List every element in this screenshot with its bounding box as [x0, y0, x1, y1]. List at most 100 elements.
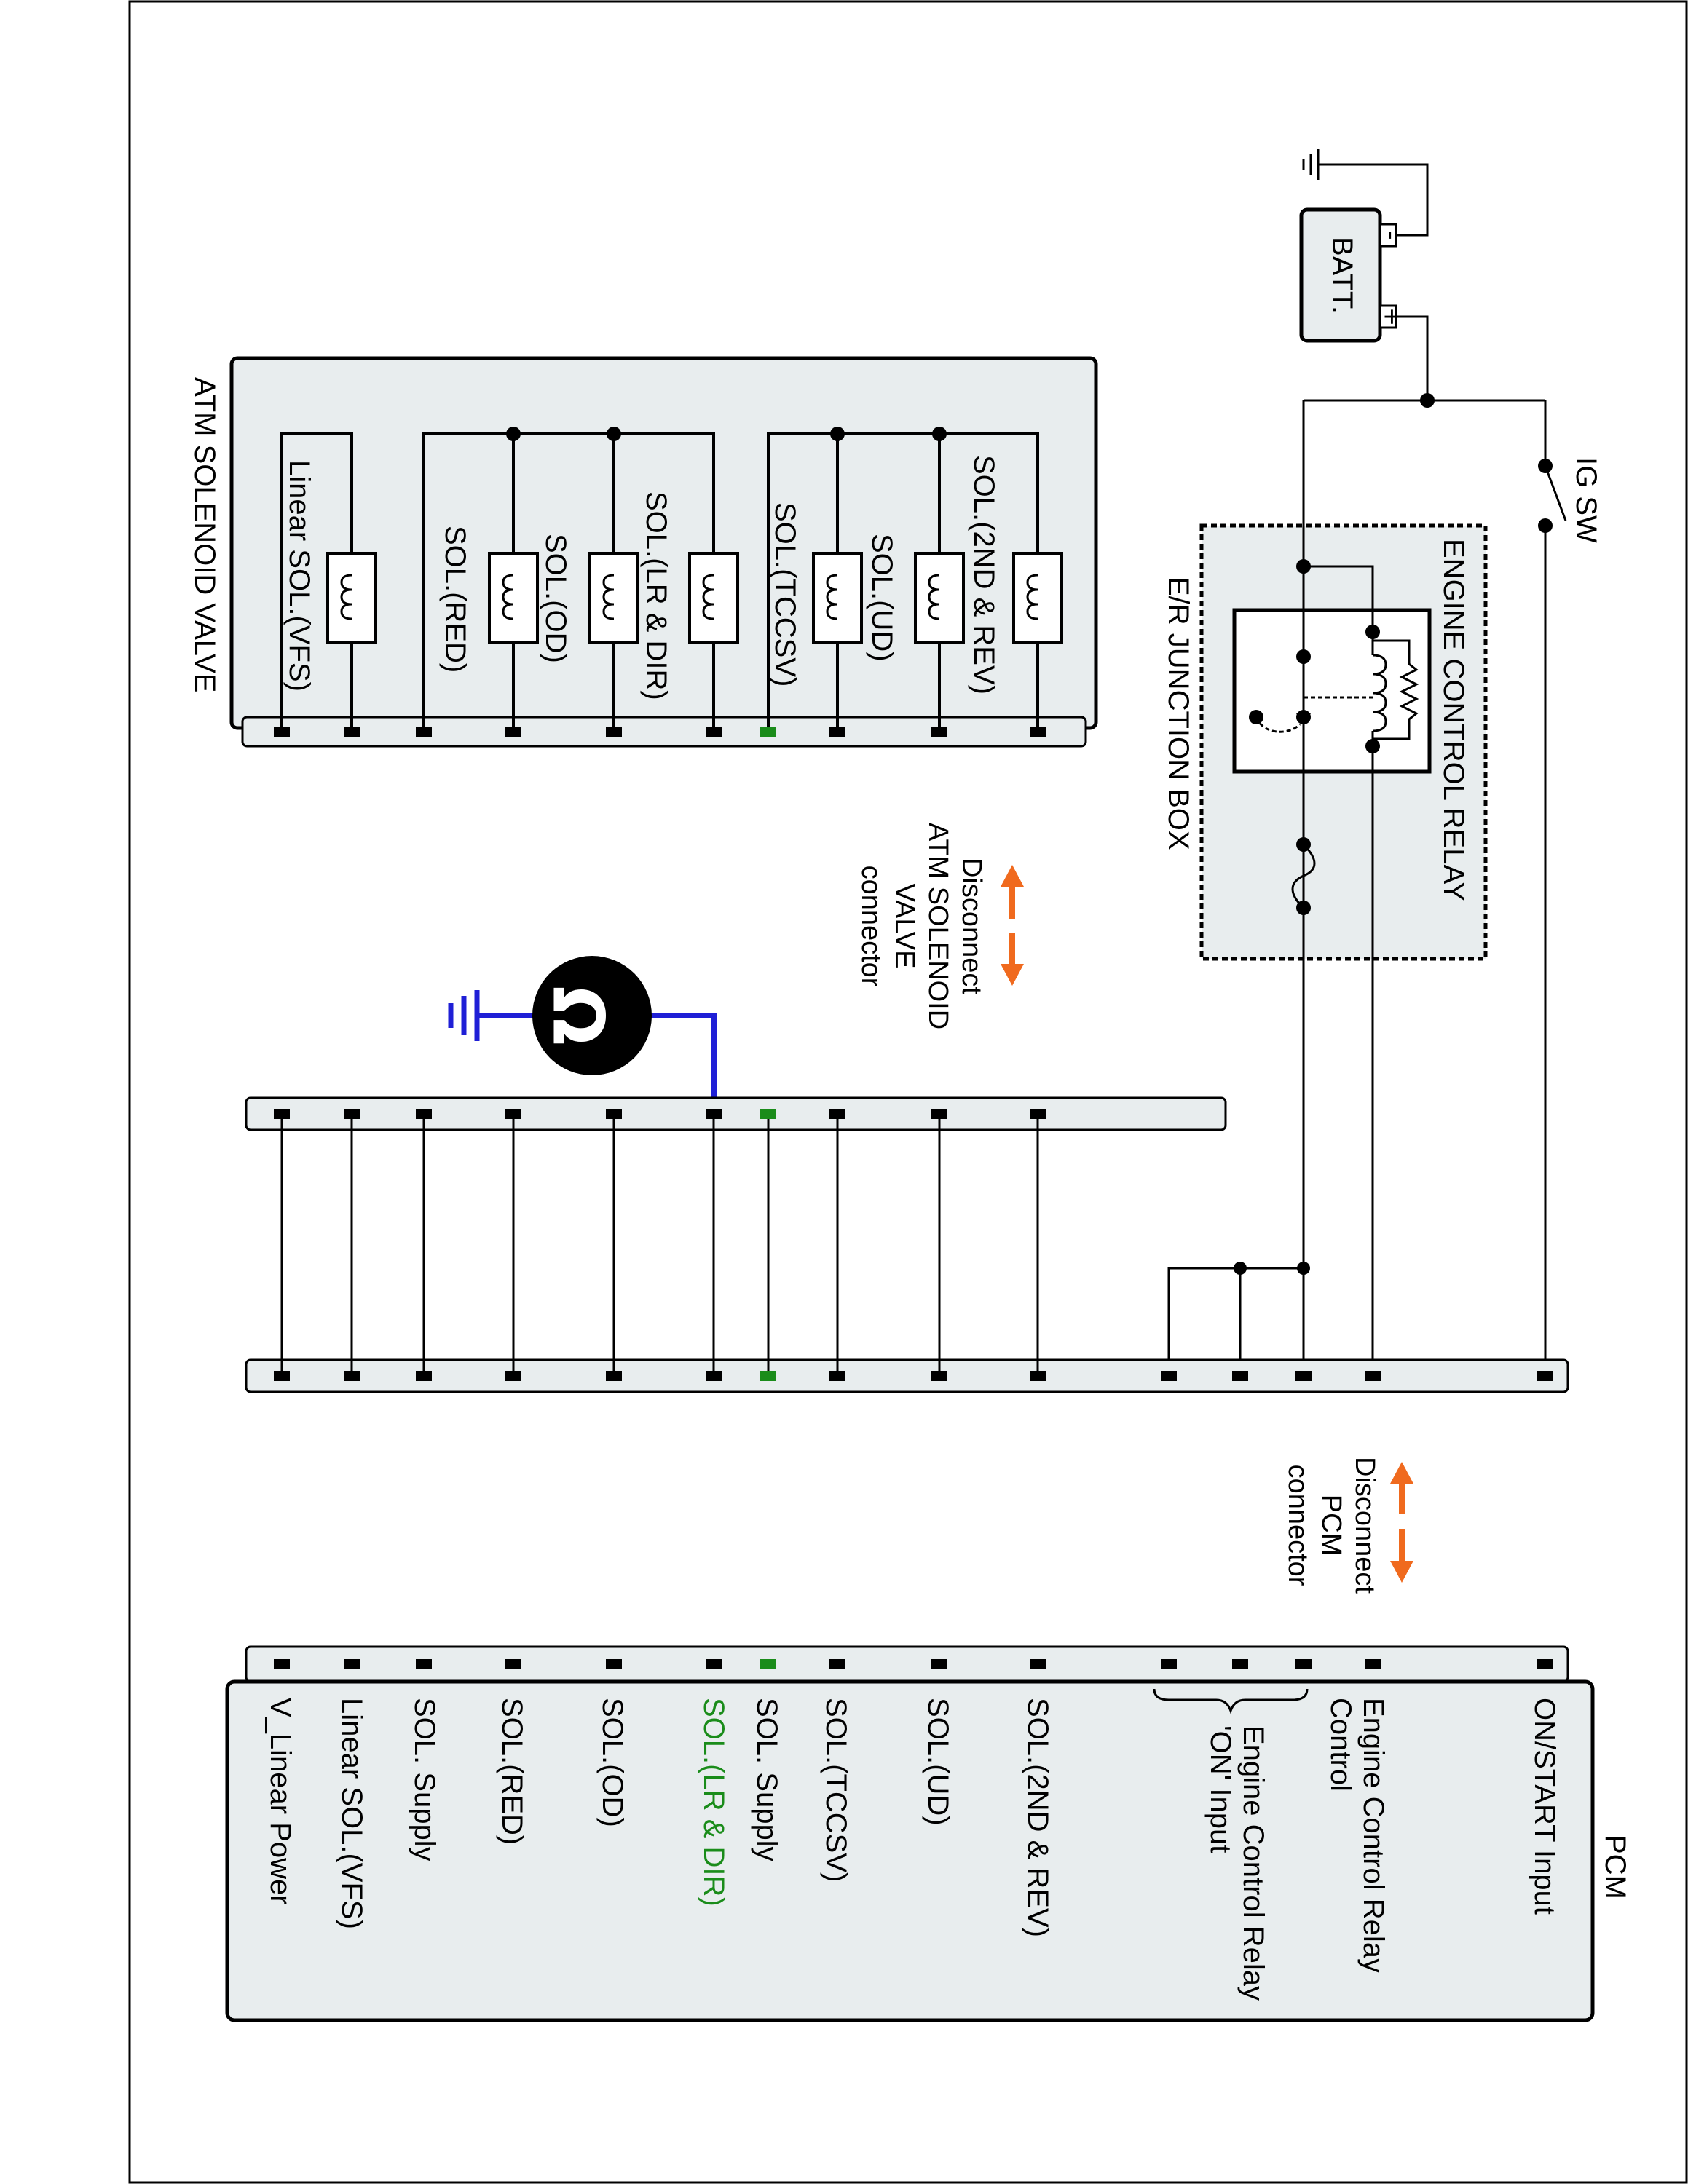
solenoid-label-lr-dir: SOL.(LR & DIR)	[640, 491, 672, 700]
pcm-pin-sol-tccsv: SOL.(TCCSV)	[820, 1698, 852, 1882]
junction-box: E/R JUNCTION BOX ENGINE CONTROL RELAY	[1162, 400, 1488, 1274]
disconnect-pcm-line-2: PCM	[1316, 1495, 1346, 1556]
battery-label: BATT.	[1326, 237, 1358, 314]
connector-pin	[344, 727, 360, 737]
on-input-brace	[1153, 1688, 1309, 1714]
connector-pin	[931, 727, 947, 737]
pcm-pin-sol-ud: SOL.(UD)	[922, 1698, 954, 1826]
connector-pin	[274, 1109, 290, 1119]
connector-pin	[706, 1371, 722, 1381]
connector-pin	[1365, 1659, 1381, 1669]
pcm-pin-sol-od: SOL.(OD)	[596, 1698, 628, 1827]
pcm-pin-ecr-control-2: Control	[1325, 1698, 1357, 1792]
connector-pin	[1295, 1371, 1312, 1381]
connector-pin	[606, 1371, 622, 1381]
connector-pin	[1030, 1371, 1046, 1381]
connector-pin	[829, 727, 845, 737]
page-frame	[128, 0, 1688, 2184]
connector-pin	[1232, 1659, 1248, 1669]
disconnect-pcm-line-1: Disconnect	[1349, 1457, 1380, 1594]
coil-lr-dir	[688, 552, 739, 732]
solenoid-label-linear-vfs: Linear SOL.(VFS)	[283, 460, 315, 692]
disconnect-pcm-line-3: connector	[1282, 1465, 1313, 1586]
solenoid-label-2nd-rev: SOL.(2ND & REV)	[968, 455, 1000, 695]
disconnect-atm-line-3: VALVE	[889, 884, 920, 969]
atm-solenoid-valve-label: ATM SOLENOID VALVE	[189, 377, 221, 692]
connector-pin	[344, 1109, 360, 1119]
connector-pin	[829, 1109, 845, 1119]
battery-minus-label: -	[1376, 230, 1408, 240]
connector-pin	[706, 1109, 722, 1119]
engine-control-relay-label: ENGINE CONTROL RELAY	[1437, 539, 1470, 901]
connector-pin	[505, 1659, 521, 1669]
connector-pin	[1365, 1371, 1381, 1381]
solenoid-label-od: SOL.(OD)	[540, 534, 572, 663]
connector-pin	[274, 727, 290, 737]
connector-pin	[416, 727, 432, 737]
pcm-pin-ecr-on-2: 'ON' Input	[1204, 1725, 1237, 1853]
pcm-pin-ecr-on-1: Engine Control Relay	[1237, 1725, 1269, 2001]
pcm-pin-sol-supply-1: SOL. Supply	[751, 1698, 783, 1861]
pcm-pin-sol-2nd-rev: SOL.(2ND & REV)	[1022, 1698, 1054, 1937]
connector-pin	[344, 1371, 360, 1381]
pcm-pin-v-linear-power: V_Linear Power	[264, 1698, 296, 1905]
solenoid-label-ud: SOL.(UD)	[866, 534, 898, 662]
connector-pin	[760, 727, 776, 737]
disconnect-atm-arrow-icon	[1001, 865, 1024, 986]
connector-pin	[931, 1659, 947, 1669]
pcm-pin-ecr-control-1: Engine Control Relay	[1357, 1698, 1389, 1973]
ig-sw-label: IG SW	[1570, 457, 1602, 543]
connector-pin	[1030, 1109, 1046, 1119]
disconnect-atm-line-1: Disconnect	[956, 858, 987, 994]
connector-pin	[606, 727, 622, 737]
pcm-label: PCM	[1599, 1835, 1631, 1899]
pcm-pin-sol-red: SOL.(RED)	[496, 1698, 528, 1845]
connector-pin	[706, 727, 722, 737]
connector-pin	[931, 1371, 947, 1381]
connector-pin	[1161, 1371, 1177, 1381]
connector-pin	[760, 1371, 776, 1381]
coil-od	[588, 552, 639, 732]
solenoid-label-tccsv: SOL.(TCCSV)	[769, 502, 801, 687]
connector-pin	[344, 1659, 360, 1669]
pcm-pin-sol-lr-dir: SOL.(LR & DIR)	[698, 1698, 730, 1907]
junction-box-label: E/R JUNCTION BOX	[1162, 577, 1194, 850]
pcm-pin-sol-supply-2: SOL. Supply	[409, 1698, 441, 1861]
solenoid-label-red: SOL.(RED)	[439, 526, 471, 673]
svg-text:Ω: Ω	[537, 986, 619, 1045]
connector-pin	[931, 1109, 947, 1119]
coil-linear-vfs	[326, 552, 377, 732]
connector-pin	[274, 1659, 290, 1669]
atm-harness-connector	[245, 1096, 1227, 1131]
pcm-module: PCM	[225, 1645, 1631, 2022]
battery: BATT. - +	[1299, 207, 1408, 343]
connector-pin	[1030, 1659, 1046, 1669]
connector-pin	[1161, 1659, 1177, 1669]
coil-tccsv	[812, 552, 863, 732]
connector-pin	[274, 1371, 290, 1381]
connector-pin	[706, 1659, 722, 1669]
connector-pin	[1232, 1371, 1248, 1381]
connector-pin	[760, 1109, 776, 1119]
connector-pin	[1030, 727, 1046, 737]
battery-ground-icon	[1302, 149, 1320, 180]
disconnect-pcm-arrow-icon	[1390, 1462, 1413, 1583]
connector-pin	[760, 1659, 776, 1669]
connector-pin	[1537, 1659, 1553, 1669]
connector-pin	[829, 1659, 845, 1669]
ohm-meter-icon: Ω	[448, 956, 717, 1114]
connector-pin	[505, 1371, 521, 1381]
connector-pin	[606, 1109, 622, 1119]
connector-pin	[1295, 1659, 1312, 1669]
connector-pin	[416, 1371, 432, 1381]
pcm-pin-linear-vfs: Linear SOL.(VFS)	[336, 1698, 368, 1929]
connector-pin	[829, 1371, 845, 1381]
connector-pin	[416, 1659, 432, 1669]
pcm-harness-connector	[245, 1358, 1569, 1393]
connector-pin	[505, 1109, 521, 1119]
pcm-pin-on-start: ON/START Input	[1529, 1698, 1561, 1915]
battery-plus-label: +	[1376, 308, 1408, 325]
atm-solenoid-valve: ATM SOLENOID VALVE	[189, 356, 1098, 748]
connector-pin	[416, 1109, 432, 1119]
coil-red	[488, 552, 539, 732]
